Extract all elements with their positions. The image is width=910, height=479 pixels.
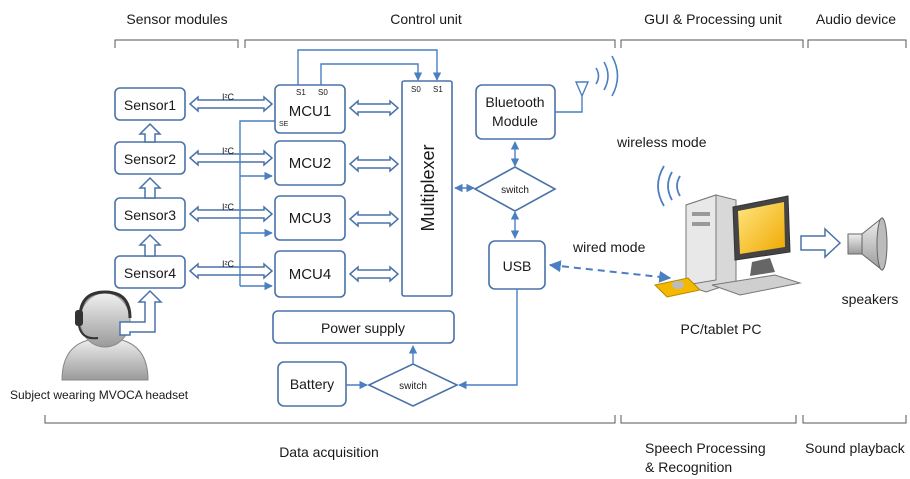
mcu3-box bbox=[274, 195, 346, 241]
wired-mode-label: wired mode bbox=[572, 239, 646, 255]
bottom-braces bbox=[44, 415, 907, 424]
header-sensor-modules: Sensor modules bbox=[126, 11, 227, 27]
subject-person-icon bbox=[61, 290, 149, 381]
power-supply: Power supply bbox=[272, 310, 455, 344]
header-audio-device: Audio device bbox=[816, 11, 896, 27]
wireless-mode-label: wireless mode bbox=[616, 134, 707, 150]
battery-box bbox=[277, 361, 347, 407]
up-arrow-icon bbox=[138, 233, 162, 257]
multiplexer: S0 S1 Multiplexer bbox=[401, 80, 453, 297]
mcu-mux-links bbox=[348, 99, 400, 283]
switch-bottom-label: switch bbox=[399, 381, 427, 392]
multiplexer-label: Multiplexer bbox=[418, 144, 438, 231]
mcu1-box bbox=[274, 84, 346, 134]
select-lines bbox=[297, 49, 442, 85]
pc-label: PC/tablet PC bbox=[681, 321, 762, 337]
bluetooth-label-line1: Bluetooth bbox=[485, 94, 544, 110]
mcu2-label: MCU2 bbox=[289, 155, 332, 172]
mcu1-pin-se: SE bbox=[279, 121, 289, 128]
usb-label: USB bbox=[503, 258, 532, 274]
switch-diamond bbox=[367, 363, 459, 407]
mcu4-label: MCU4 bbox=[289, 266, 332, 283]
subject-label: Subject wearing MVOCA headset bbox=[10, 388, 189, 402]
switch-top-label: switch bbox=[501, 185, 529, 196]
header-control-unit: Control unit bbox=[390, 11, 462, 27]
mcu3-label: MCU3 bbox=[289, 210, 332, 227]
sensor1-label: Sensor1 bbox=[124, 97, 176, 113]
switch-top: switch bbox=[473, 166, 557, 212]
i2c-label: I²C bbox=[222, 202, 234, 212]
mcu1-pin-s1: S1 bbox=[296, 88, 306, 97]
footer-speech-line1: Speech Processing bbox=[645, 440, 766, 456]
usb-module: USB bbox=[488, 240, 546, 290]
sensor2-label: Sensor2 bbox=[124, 151, 176, 167]
wireless-wave-icon bbox=[595, 67, 600, 85]
header-gui-processing: GUI & Processing unit bbox=[644, 11, 782, 27]
mcu2-box bbox=[274, 140, 346, 186]
i2c-label: I²C bbox=[222, 92, 234, 102]
speakers-label: speakers bbox=[842, 291, 899, 307]
switch-bottom: switch bbox=[367, 363, 459, 407]
mux-pin-s0: S0 bbox=[411, 85, 421, 94]
mcu-column: MCU1 S1 S0 SE MCU2 MCU3 MCU4 bbox=[274, 84, 346, 298]
enable-wiring bbox=[239, 120, 275, 291]
mux-pin-s1: S1 bbox=[433, 85, 443, 94]
footer-data-acquisition: Data acquisition bbox=[279, 444, 379, 460]
usb-switch-link bbox=[458, 289, 518, 390]
i2c-label: I²C bbox=[222, 146, 234, 156]
speaker-icon bbox=[847, 216, 888, 272]
pc-to-speaker-arrow-icon bbox=[800, 227, 842, 259]
bluetooth-module: Bluetooth Module bbox=[475, 55, 619, 140]
i2c-links: I²C I²C I²C I²C bbox=[188, 92, 274, 280]
battery: Battery bbox=[277, 361, 347, 407]
mcu1-label: MCU1 bbox=[289, 103, 332, 120]
power-supply-label: Power supply bbox=[321, 320, 405, 336]
i2c-label: I²C bbox=[222, 259, 234, 269]
antenna-icon bbox=[574, 81, 590, 98]
bluetooth-label-line2: Module bbox=[492, 113, 538, 129]
top-braces bbox=[114, 39, 907, 48]
multiplexer-box bbox=[401, 80, 453, 297]
wired-link bbox=[548, 260, 672, 283]
person-to-sensor-arrow-icon bbox=[119, 289, 163, 336]
sensor3-label: Sensor3 bbox=[124, 207, 176, 223]
switch-diamond bbox=[473, 166, 557, 212]
sensor-column: Sensor1 Sensor2 Sensor3 Sensor4 bbox=[114, 87, 186, 289]
power-supply-box bbox=[272, 310, 455, 344]
sensor1-box bbox=[114, 87, 186, 121]
up-arrow-icon bbox=[138, 176, 162, 199]
footer-speech-line2: & Recognition bbox=[645, 459, 732, 475]
mcu4-box bbox=[274, 250, 346, 298]
mcu1-pin-s0: S0 bbox=[318, 88, 328, 97]
sensor4-label: Sensor4 bbox=[124, 265, 176, 281]
pc-computer-icon bbox=[653, 165, 802, 298]
footer-sound-playback: Sound playback bbox=[805, 440, 906, 456]
up-arrow-icon bbox=[138, 122, 162, 143]
battery-label: Battery bbox=[290, 376, 334, 392]
